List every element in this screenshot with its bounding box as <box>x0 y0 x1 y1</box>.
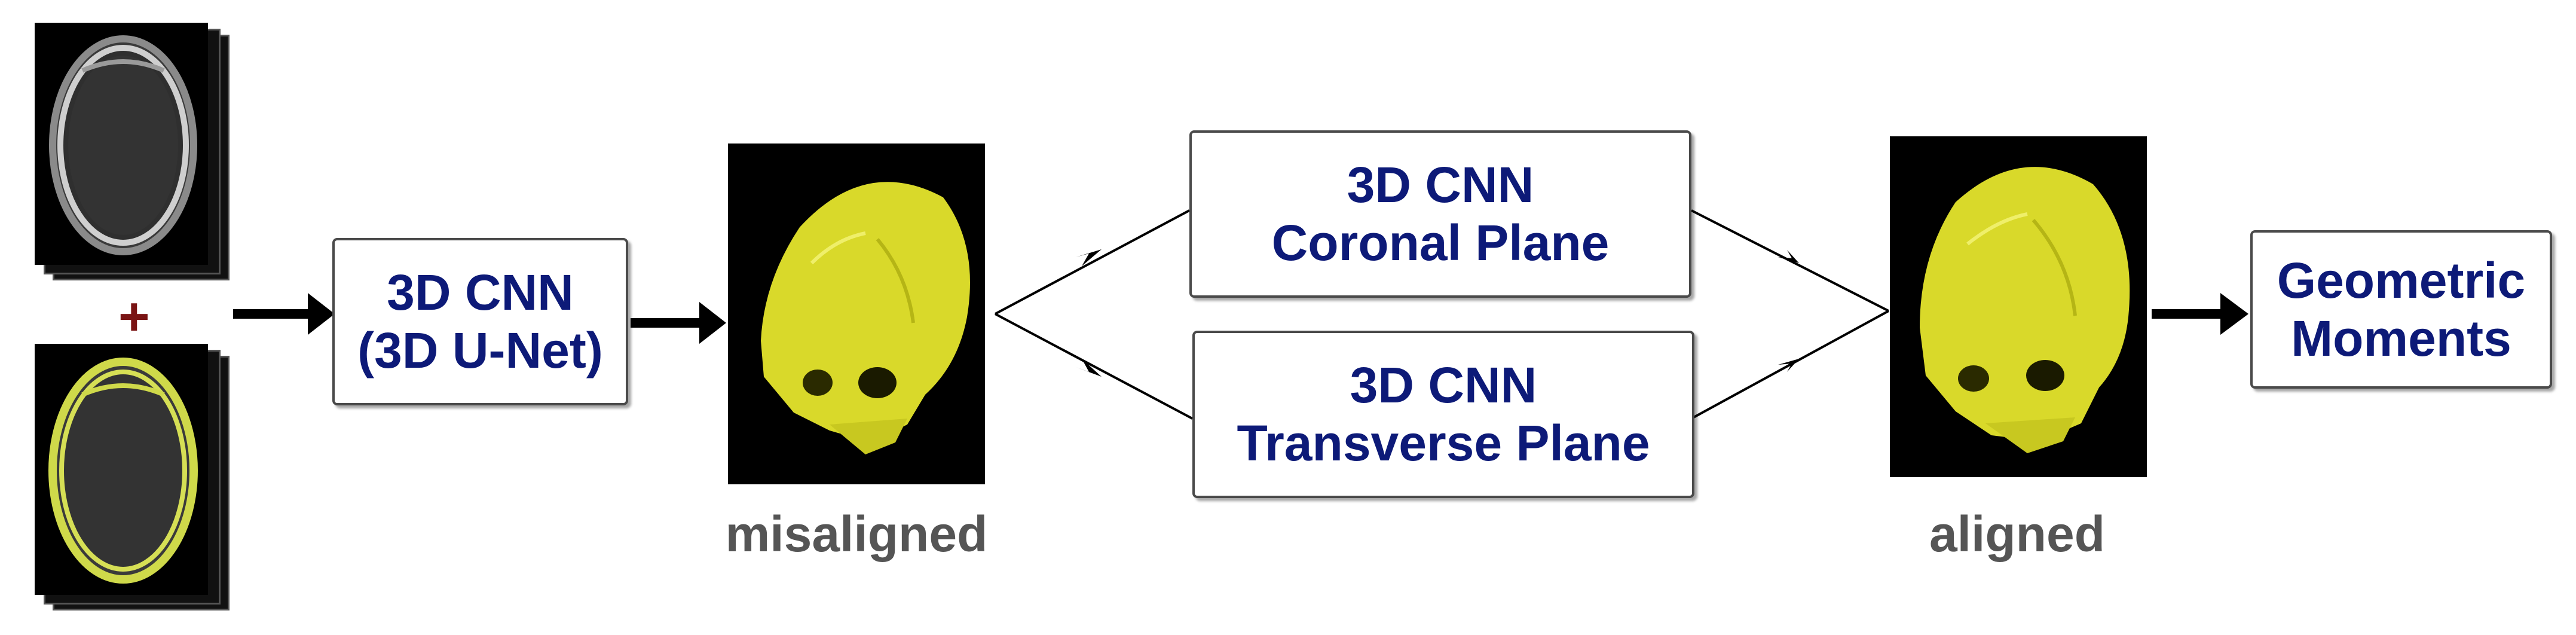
branch-arrowheads <box>1076 249 1799 377</box>
moments-box-line1: Geometric <box>2277 252 2526 309</box>
ct-stack-raw <box>35 23 232 280</box>
ct-slice-image <box>35 23 208 265</box>
unet-box-line2: (3D U-Net) <box>357 322 603 378</box>
skull-aligned-image <box>1890 136 2147 477</box>
arrow-input-to-unet <box>233 293 335 335</box>
transverse-box-line2: Transverse Plane <box>1237 415 1650 471</box>
geometric-moments-box: Geometric Moments <box>2250 230 2552 389</box>
ct-stack-segmented <box>35 344 232 613</box>
coronal-box-line1: 3D CNN <box>1347 157 1534 213</box>
unet-box: 3D CNN (3D U-Net) <box>332 238 628 405</box>
moments-box-line2: Moments <box>2291 310 2511 367</box>
transverse-plane-box: 3D CNN Transverse Plane <box>1192 331 1694 498</box>
arrow-aligned-to-moments <box>2152 293 2248 335</box>
skull-misaligned-image <box>728 144 985 484</box>
caption-misaligned: misaligned <box>725 506 988 562</box>
coronal-plane-box: 3D CNN Coronal Plane <box>1189 130 1691 298</box>
transverse-box-line1: 3D CNN <box>1350 357 1537 414</box>
unet-box-line1: 3D CNN <box>387 264 574 321</box>
coronal-box-line2: Coronal Plane <box>1271 215 1610 271</box>
ct-segmentation-image <box>35 344 208 595</box>
arrow-unet-to-misaligned <box>631 302 726 344</box>
plus-sign: + <box>118 287 150 347</box>
caption-aligned: aligned <box>1929 506 2106 562</box>
branch-split-lines <box>995 209 1889 420</box>
